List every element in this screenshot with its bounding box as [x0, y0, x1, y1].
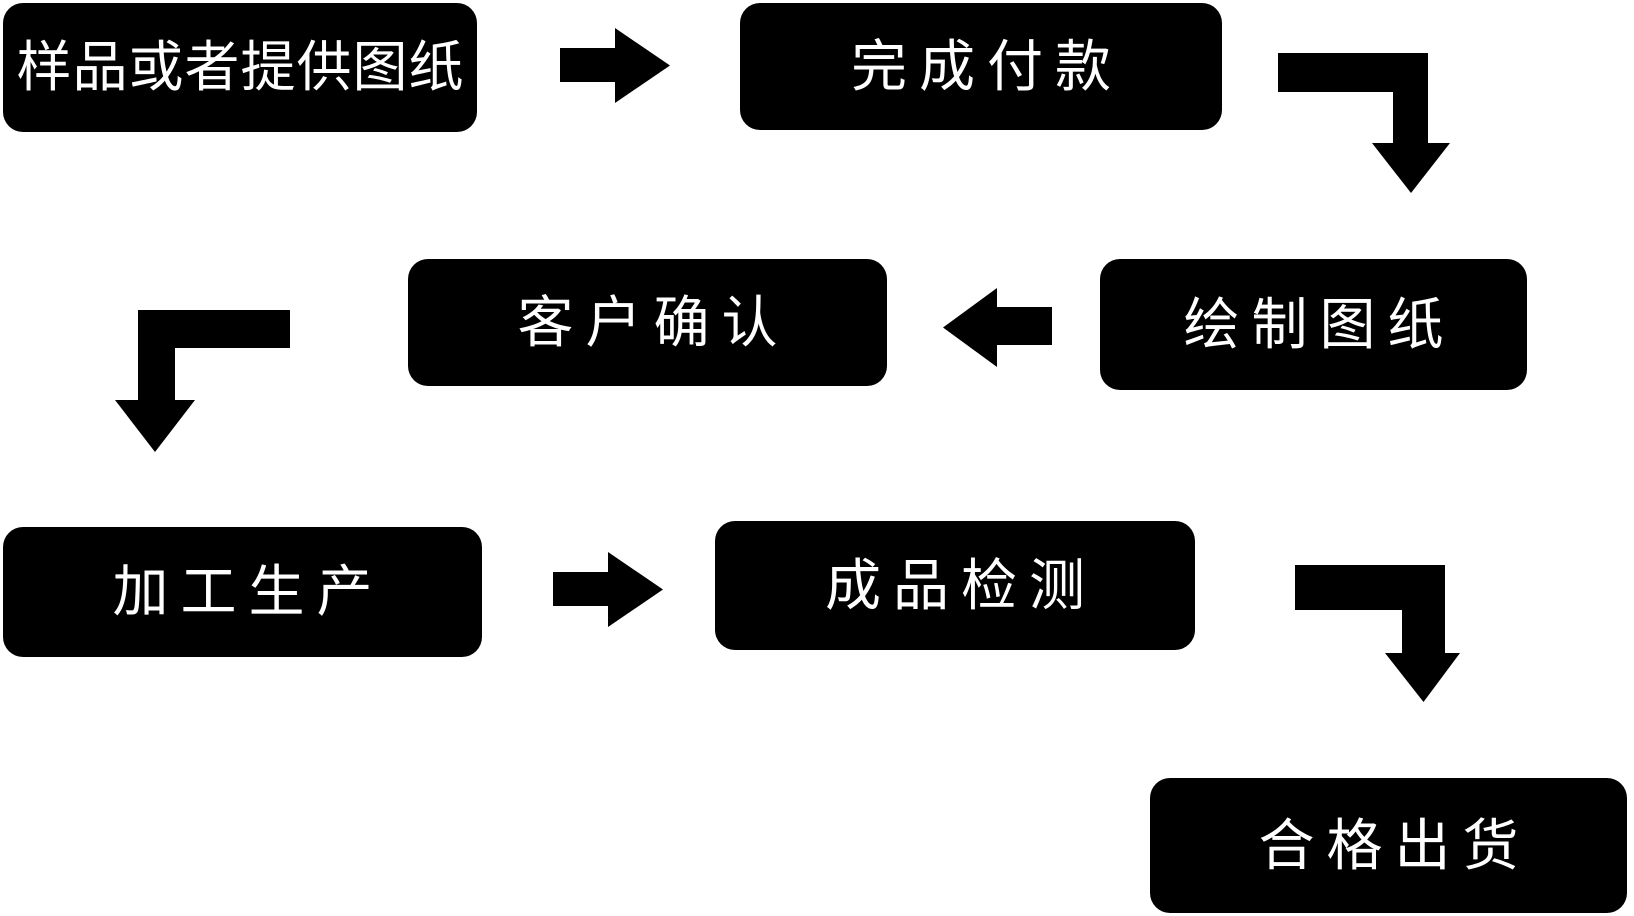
- arrow-step4-to-step5: [115, 310, 290, 452]
- left-arrow-icon: [943, 288, 1052, 367]
- elbow-down-arrow-icon: [115, 310, 290, 452]
- node-label: 合格出货: [1258, 813, 1531, 877]
- node-label: 样品或者提供图纸: [16, 36, 465, 98]
- arrow-step2-to-step3: [1278, 53, 1450, 193]
- flow-node-finished-product-inspection: 成品检测: [715, 521, 1195, 650]
- right-arrow-icon: [553, 552, 663, 627]
- node-label: 成品检测: [825, 553, 1097, 617]
- node-label: 加工生产: [112, 560, 385, 623]
- flow-node-processing-production: 加工生产: [3, 527, 482, 657]
- right-arrow-icon: [560, 28, 670, 103]
- arrow-step1-to-step2: [560, 28, 670, 103]
- arrow-step3-to-step4: [943, 288, 1052, 367]
- arrow-step6-to-step7: [1295, 565, 1460, 702]
- flow-node-draw-drawings: 绘制图纸: [1100, 259, 1527, 390]
- elbow-down-arrow-icon: [1278, 53, 1450, 193]
- elbow-down-arrow-icon: [1295, 565, 1460, 702]
- node-label: 客户确认: [517, 290, 790, 354]
- node-label: 完成付款: [851, 34, 1123, 98]
- node-label: 绘制图纸: [1183, 292, 1456, 356]
- flow-node-sample-or-drawings: 样品或者提供图纸: [3, 3, 477, 132]
- flow-node-qualified-shipment: 合格出货: [1150, 778, 1627, 913]
- arrow-step5-to-step6: [553, 552, 663, 627]
- flow-node-customer-confirmation: 客户确认: [408, 259, 887, 386]
- flow-node-complete-payment: 完成付款: [740, 3, 1222, 130]
